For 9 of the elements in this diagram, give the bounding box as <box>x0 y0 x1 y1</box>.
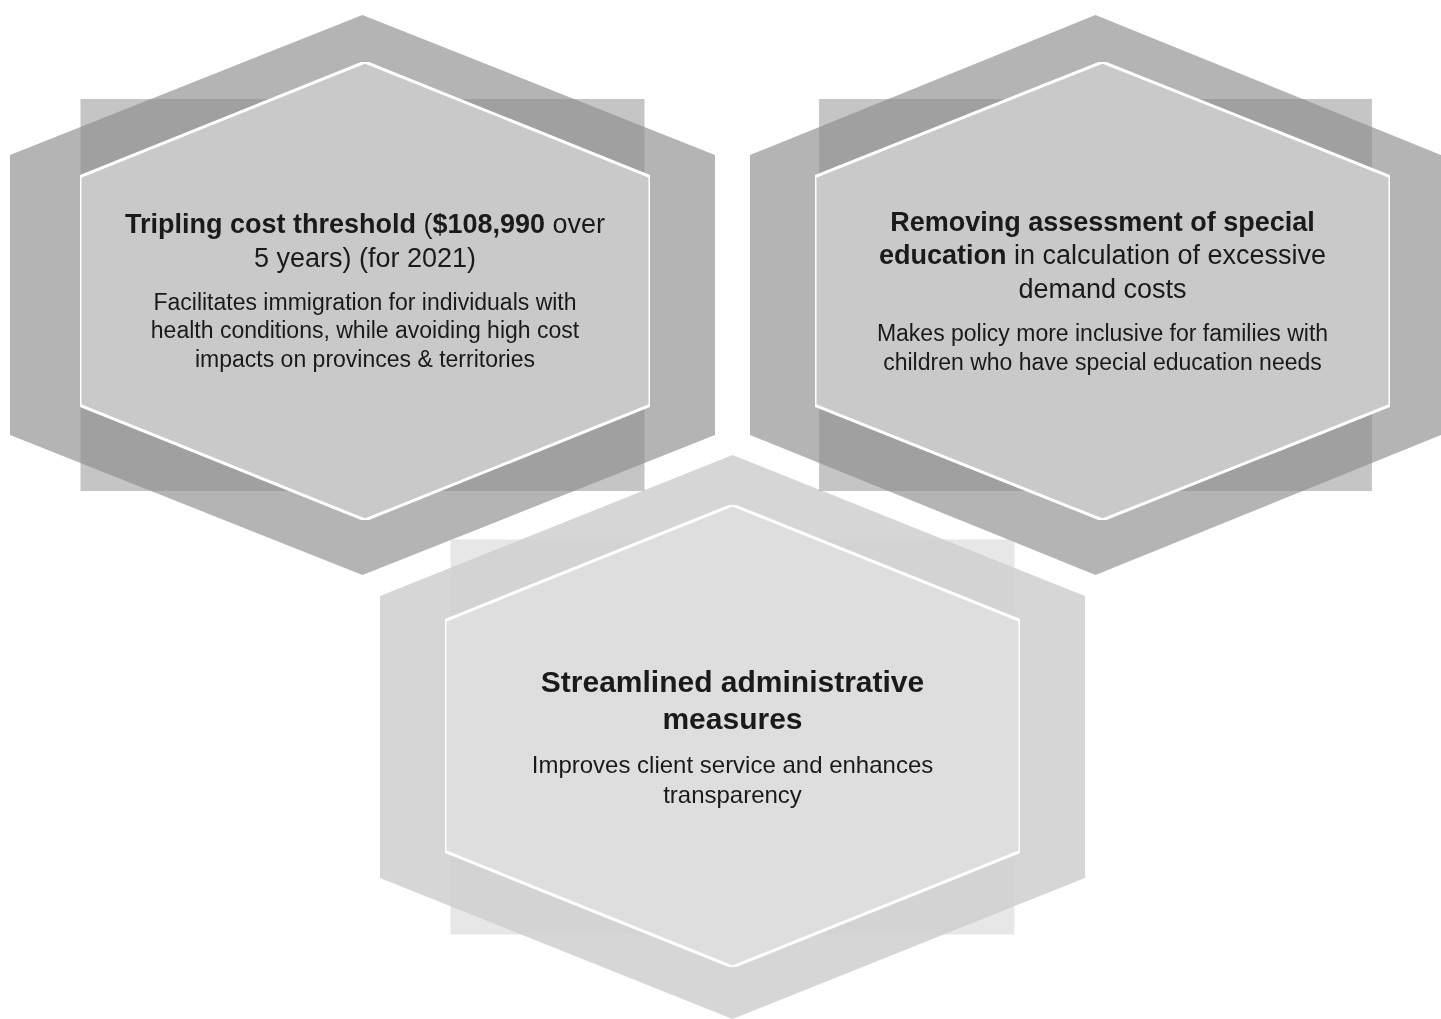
hexagon-card <box>815 62 1390 520</box>
description-text: Improves client service and enhances transparency <box>530 749 935 810</box>
heading-text: Streamlined administrative measures <box>539 663 926 737</box>
hexagon-card <box>445 505 1020 967</box>
hexagon-card <box>80 62 650 520</box>
heading-text: Tripling cost threshold ($108,990 over 5 years) (for 2021) <box>123 208 607 275</box>
description-text: Makes policy more inclusive for families with children who have special education needs <box>875 318 1330 377</box>
description-text: Facilitates immigration for individuals with health conditions, while avoiding high cost impacts on provinces & territories <box>149 287 581 374</box>
heading-text: Removing assessment of special education in calculation of excessive demand costs <box>877 205 1328 307</box>
